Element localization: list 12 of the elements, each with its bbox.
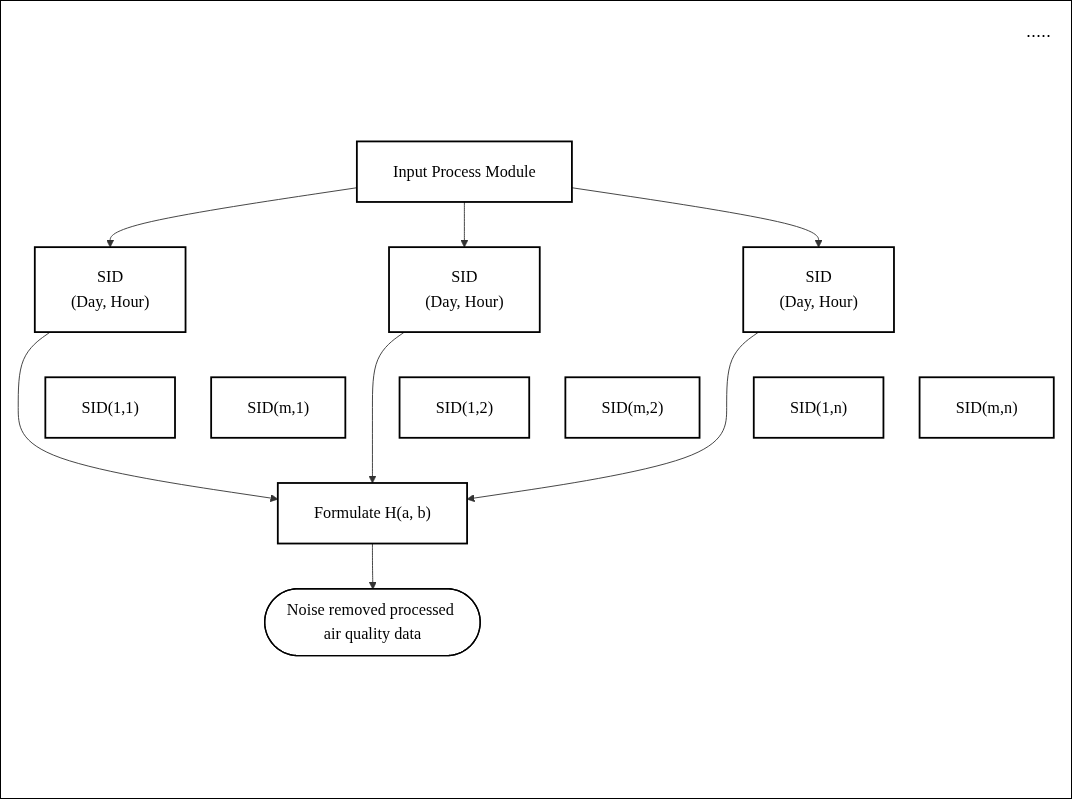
node-box: Formulate H(a, b) (276, 482, 468, 545)
node-box: SID(m,2) (564, 376, 701, 439)
node-box: SID (Day, Hour) (742, 246, 895, 333)
node-box: SID(m,1) (210, 376, 347, 439)
node-box: SID(m,n) (918, 376, 1055, 439)
node-box: Input Process Module (355, 140, 573, 203)
node-box: SID(1,1) (44, 376, 176, 439)
node-box: SID (Day, Hour) (388, 246, 541, 333)
node-box: SID(1,n) (752, 376, 885, 439)
ellipsis-text: ..... (1026, 21, 1051, 42)
node-box: SID(1,2) (398, 376, 531, 439)
node-box: SID (Day, Hour) (33, 246, 187, 333)
